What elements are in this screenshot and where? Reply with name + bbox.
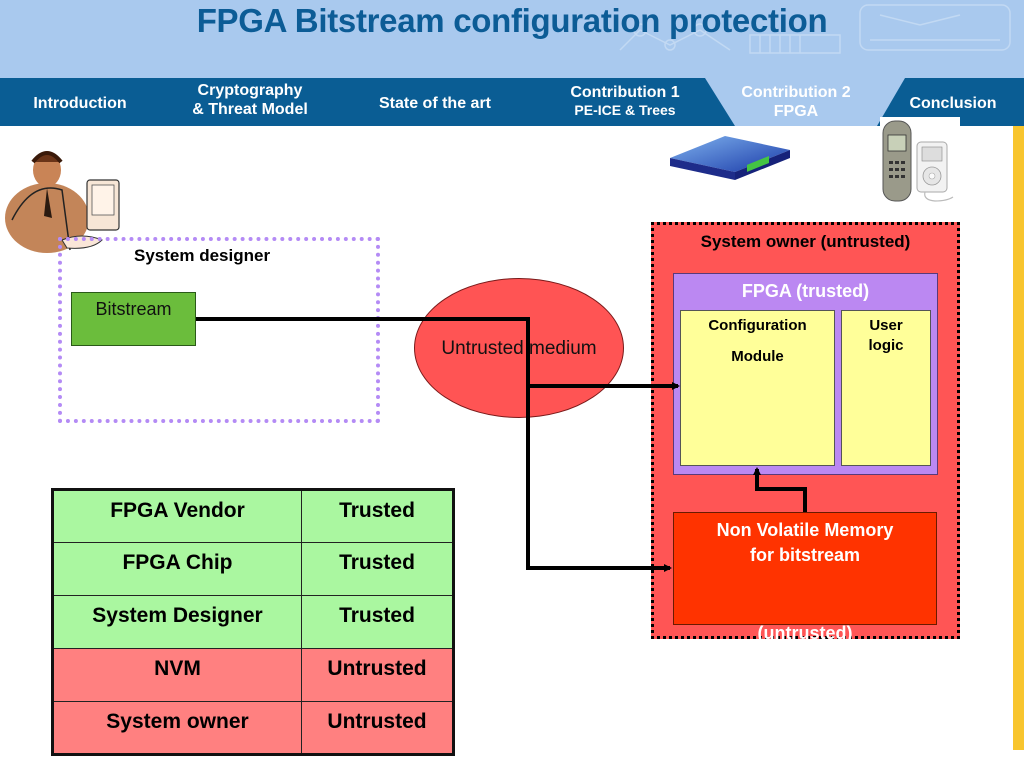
accent-bar [1013, 126, 1024, 750]
status-cell: Trusted [301, 595, 454, 649]
nav-active-tab-background [705, 78, 905, 126]
table-row: System owner Untrusted [52, 701, 454, 755]
user-logic-label-line1: User [869, 317, 903, 334]
untrusted-medium-label: Untrusted medium [441, 338, 597, 359]
tab-label: State of the art [378, 95, 491, 112]
tab-contribution-1[interactable]: Contribution 1 PE-ICE & Trees [550, 83, 700, 119]
configuration-module-label-line1: Configuration [708, 317, 807, 334]
nvm-block [673, 512, 937, 625]
tab-label-line2: FPGA [773, 103, 819, 120]
tab-conclusion[interactable]: Conclusion [892, 94, 1014, 113]
tab-label: Introduction [33, 95, 127, 112]
bitstream-block: Bitstream [71, 292, 196, 346]
bitstream-label: Bitstream [95, 299, 172, 319]
nvm-label-line2: for bitstream [749, 545, 861, 565]
status-cell: Trusted [301, 489, 454, 543]
entity-cell: FPGA Chip [52, 542, 302, 596]
tab-state-of-the-art[interactable]: State of the art [355, 94, 515, 113]
status-cell: Untrusted [301, 701, 454, 755]
tab-label-line2: PE-ICE & Trees [574, 102, 676, 118]
table-row: FPGA Chip Trusted [52, 542, 454, 596]
tab-label-line1: Cryptography [197, 82, 303, 99]
tab-label-line1: Contribution 2 [741, 84, 851, 101]
entity-cell: NVM [52, 648, 302, 702]
tab-introduction[interactable]: Introduction [10, 94, 150, 113]
table-row: System Designer Trusted [52, 595, 454, 649]
entity-cell: System owner [52, 701, 302, 755]
tab-contribution-2[interactable]: Contribution 2 FPGA [720, 83, 872, 121]
status-cell: Untrusted [301, 648, 454, 702]
server-rack-icon [670, 136, 790, 180]
nvm-status-label: (untrusted) [757, 623, 853, 643]
tab-label-line1: Contribution 1 [570, 84, 680, 101]
status-cell: Trusted [301, 542, 454, 596]
user-logic-label-line2: logic [868, 337, 904, 354]
mobile-phone-icon [882, 120, 912, 202]
user-logic-block [841, 310, 931, 466]
tab-label-line2: & Threat Model [192, 101, 308, 118]
user-logic-label: User logic [841, 316, 931, 356]
music-player-icon [916, 141, 954, 202]
entity-cell: System Designer [52, 595, 302, 649]
tab-cryptography-threat-model[interactable]: Cryptography & Threat Model [170, 81, 330, 119]
trust-table: FPGA Vendor Trusted FPGA Chip Trusted Sy… [51, 488, 455, 756]
nvm-label-line1: Non Volatile Memory [716, 520, 894, 540]
system-designer-label: System designer [134, 246, 271, 265]
slide-title: FPGA Bitstream configuration protection [196, 2, 828, 39]
person-at-computer-icon [5, 151, 120, 253]
configuration-module-block [680, 310, 835, 466]
tab-label: Conclusion [909, 95, 997, 112]
table-row: NVM Untrusted [52, 648, 454, 702]
fpga-label: FPGA (trusted) [741, 281, 870, 301]
entity-cell: FPGA Vendor [52, 489, 302, 543]
system-owner-label: System owner (untrusted) [700, 232, 911, 251]
section-nav-bar [0, 78, 1024, 126]
configuration-module-label-line2: Module [731, 348, 784, 365]
table-row: FPGA Vendor Trusted [52, 489, 454, 543]
nvm-label: Non Volatile Memory for bitstream [673, 518, 937, 568]
title-banner [0, 0, 1024, 78]
circuit-decoration-icon [619, 4, 1011, 54]
